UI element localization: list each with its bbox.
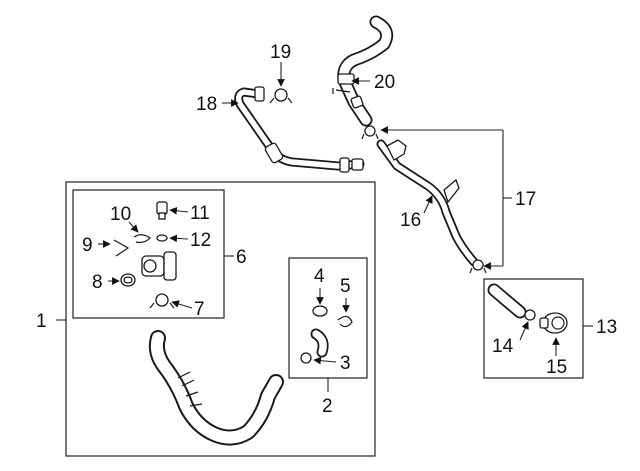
hose-16 xyxy=(361,125,487,274)
callout-4: 4 xyxy=(314,266,325,287)
callout-2: 2 xyxy=(322,396,333,417)
kit-2-box xyxy=(288,257,368,379)
callout-14: 14 xyxy=(492,336,514,357)
callout-5: 5 xyxy=(340,276,351,297)
kit-13-box xyxy=(483,278,584,379)
callout-16: 16 xyxy=(400,210,421,231)
callout-17: 17 xyxy=(515,189,536,210)
lower-hose xyxy=(148,330,284,446)
hose-20 xyxy=(332,15,394,127)
kit-6-box xyxy=(72,189,225,319)
callout-11: 11 xyxy=(190,203,210,224)
callout-6: 6 xyxy=(236,247,247,268)
pipe-18 xyxy=(234,86,365,173)
callout-19: 19 xyxy=(270,42,291,63)
callout-18: 18 xyxy=(196,94,217,115)
leader-lines xyxy=(56,62,593,392)
callout-20: 20 xyxy=(374,72,395,93)
callout-10: 10 xyxy=(110,204,131,225)
callout-1: 1 xyxy=(36,311,47,332)
callout-7: 7 xyxy=(194,299,205,320)
kit-2-parts xyxy=(300,305,353,364)
callout-13: 13 xyxy=(596,317,617,338)
leader-17 xyxy=(380,126,512,270)
callout-3: 3 xyxy=(340,353,351,374)
assembly-1-box xyxy=(65,181,376,457)
callout-9: 9 xyxy=(82,235,93,256)
kit-13-parts xyxy=(487,283,568,334)
kit-6-parts xyxy=(113,201,177,309)
callout-labels: 1 2 3 4 5 6 7 8 9 10 11 12 13 14 15 16 1… xyxy=(36,42,617,417)
callout-15: 15 xyxy=(546,357,567,378)
clamp-19 xyxy=(269,88,293,104)
callout-12: 12 xyxy=(190,230,211,251)
callout-8: 8 xyxy=(92,272,103,293)
